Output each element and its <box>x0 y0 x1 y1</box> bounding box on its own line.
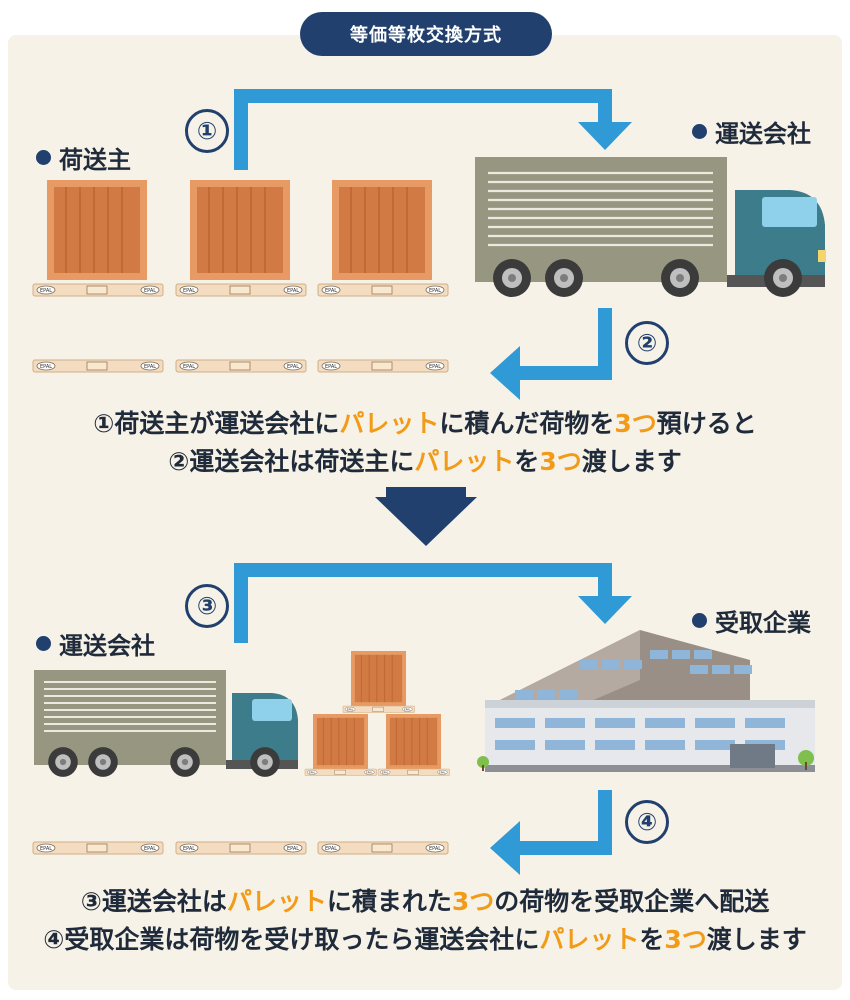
caption-text: を <box>514 447 540 476</box>
caption-highlight: パレット <box>414 447 515 476</box>
label-shipper: 荷送主 <box>36 140 131 175</box>
caption-text: ④受取企業は荷物を受け取ったら運送会社に <box>43 925 540 954</box>
arrow-2-head <box>490 346 520 400</box>
caption-highlight: パレット <box>339 409 440 438</box>
caption-highlight: 3つ <box>614 409 657 438</box>
bullet-dot <box>692 613 707 628</box>
empty-pallet-4 <box>32 841 164 855</box>
empty-pallet-2 <box>175 359 307 373</box>
empty-pallet-5 <box>175 841 307 855</box>
label-carrier-top-text: 運送会社 <box>715 120 811 148</box>
caption-bottom-line1: ③運送会社はパレットに積まれた3つの荷物を受取企業へ配送 <box>0 883 850 921</box>
crate-stack <box>304 650 450 776</box>
caption-text: 預けると <box>656 409 757 438</box>
bullet-dot <box>36 636 51 651</box>
flow-arrow-4 <box>512 790 612 855</box>
transition-arrow <box>375 487 477 546</box>
crate-2 <box>175 179 307 297</box>
caption-text: 渡します <box>581 447 682 476</box>
caption-bottom-line2: ④受取企業は荷物を受け取ったら運送会社にパレットを3つ渡します <box>0 921 850 959</box>
crate-3 <box>317 179 449 297</box>
caption-highlight: 3つ <box>451 887 495 916</box>
caption-text: ②運送会社は荷送主に <box>168 447 415 476</box>
label-carrier-bottom-text: 運送会社 <box>59 632 155 660</box>
label-shipper-text: 荷送主 <box>59 146 131 174</box>
diagram-title: 等価等枚交換方式 <box>300 12 552 56</box>
crate-1 <box>32 179 164 297</box>
step-3-badge: ③ <box>185 584 229 628</box>
caption-text: の荷物を受取企業へ配送 <box>494 887 770 916</box>
caption-text: に積まれた <box>326 887 452 916</box>
caption-top-line1: ①荷送主が運送会社にパレットに積んだ荷物を3つ預けると <box>0 405 850 443</box>
flow-arrow-1 <box>234 89 612 170</box>
label-receiver-text: 受取企業 <box>715 609 811 637</box>
empty-pallet-3 <box>317 359 449 373</box>
flow-arrow-2 <box>512 308 612 380</box>
caption-top-line2: ②運送会社は荷送主にパレットを3つ渡します <box>0 443 850 481</box>
arrow-1-head <box>578 122 632 150</box>
empty-pallet-6 <box>317 841 449 855</box>
step-1-badge: ① <box>185 109 229 153</box>
caption-text: 渡します <box>706 925 807 954</box>
bullet-dot <box>36 150 51 165</box>
caption-highlight: 3つ <box>664 925 707 954</box>
step-4-badge: ④ <box>625 800 669 844</box>
label-carrier-top: 運送会社 <box>692 114 811 149</box>
label-receiver: 受取企業 <box>692 603 811 638</box>
caption-text: に積んだ荷物を <box>439 409 615 438</box>
step-2-badge: ② <box>625 321 669 365</box>
caption-text: ①荷送主が運送会社に <box>93 409 340 438</box>
caption-highlight: パレット <box>226 887 327 916</box>
flow-arrow-3 <box>234 563 612 643</box>
factory-building <box>477 630 815 772</box>
caption-text: ③運送会社は <box>80 887 227 916</box>
caption-highlight: 3つ <box>539 447 582 476</box>
truck-bottom <box>34 670 298 777</box>
label-carrier-bottom: 運送会社 <box>36 626 155 661</box>
caption-text: を <box>639 925 665 954</box>
bullet-dot <box>692 124 707 139</box>
arrow-4-head <box>490 821 520 875</box>
empty-pallet-1 <box>32 359 164 373</box>
caption-highlight: パレット <box>539 925 640 954</box>
arrow-3-head <box>578 596 632 624</box>
truck-top <box>475 157 826 297</box>
